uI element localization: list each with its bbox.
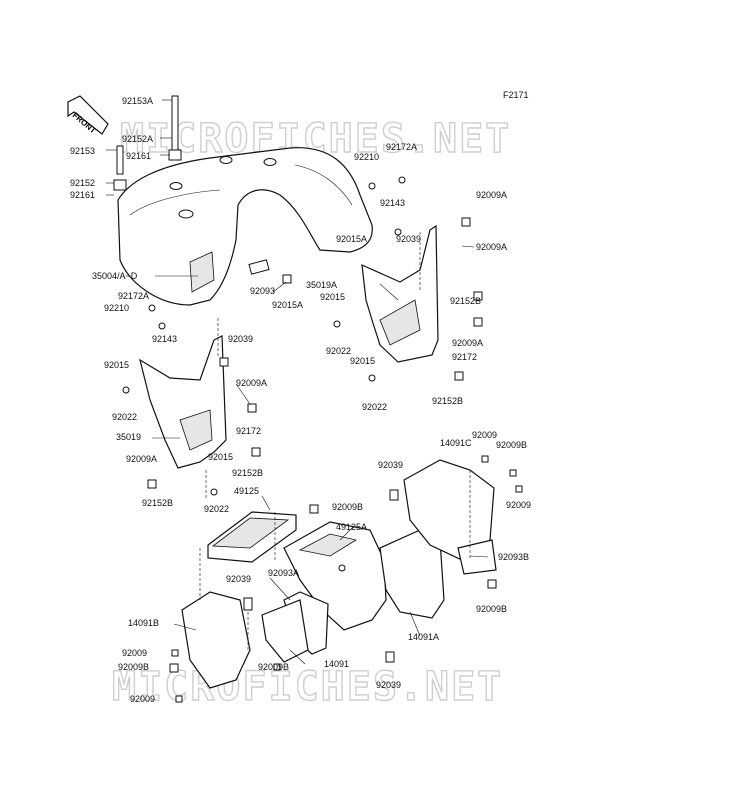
callout: 92009B: [258, 662, 289, 672]
callout: 92172A: [386, 142, 417, 152]
callout: 14091: [324, 659, 349, 669]
callout: 35019: [116, 432, 141, 442]
callout: 92172A: [118, 291, 149, 301]
callout: 92161: [126, 151, 151, 161]
callout: 92152B: [142, 498, 173, 508]
callout: 92009B: [476, 604, 507, 614]
callout: 14091C: [440, 438, 472, 448]
callout: 92210: [354, 152, 379, 162]
callout: 92022: [362, 402, 387, 412]
callout: 35004/A~D: [92, 271, 138, 281]
callout: 92009: [506, 500, 531, 510]
callout: 92152A: [122, 134, 153, 144]
callout: 92009A: [236, 378, 267, 388]
callout: 49125: [234, 486, 259, 496]
callout: 92009A: [476, 190, 507, 200]
callout: 92009A: [126, 454, 157, 464]
callout: 92152B: [432, 396, 463, 406]
callout: 92009B: [118, 662, 149, 672]
callout: 92172: [452, 352, 477, 362]
callout: 92172: [236, 426, 261, 436]
callout: 92039: [376, 680, 401, 690]
callout-labels: 92153A 92152A 92161 92153 92152 92161 92…: [70, 96, 531, 704]
callout: 92153A: [122, 96, 153, 106]
lower-panels: [169, 455, 523, 703]
leader-lines: [106, 99, 489, 665]
callout: 92022: [112, 412, 137, 422]
callout: 92015: [208, 452, 233, 462]
callout: 92009: [122, 648, 147, 658]
mud-flap-right: [333, 176, 483, 382]
front-arrow-icon: FRONT: [67, 95, 109, 135]
callout: 14091B: [128, 618, 159, 628]
callout: 92152B: [232, 468, 263, 478]
callout: 92093: [250, 286, 275, 296]
callout: 92009A: [452, 338, 483, 348]
callout: 92015: [350, 356, 375, 366]
callout: 49125A: [336, 522, 367, 532]
rear-fender: [113, 95, 373, 306]
callout: 92161: [70, 190, 95, 200]
callout: 92039: [228, 334, 253, 344]
callout: 92143: [152, 334, 177, 344]
figure-code: F2171: [503, 90, 529, 100]
callout: 92015A: [272, 300, 303, 310]
callout: 14091A: [408, 632, 439, 642]
callout: 92210: [104, 303, 129, 313]
callout: 92015: [104, 360, 129, 370]
callout: 92009B: [332, 502, 363, 512]
callout: 92015: [320, 292, 345, 302]
callout: 92009A: [476, 242, 507, 252]
callout: 92093B: [498, 552, 529, 562]
callout: 92022: [326, 346, 351, 356]
callout: 92152: [70, 178, 95, 188]
callout: 92039: [396, 234, 421, 244]
callout: 92022: [204, 504, 229, 514]
callout: 92143: [380, 198, 405, 208]
callout: 92009: [130, 694, 155, 704]
callout: 92039: [226, 574, 251, 584]
callout: 35019A: [306, 280, 337, 290]
callout: 92009B: [496, 440, 527, 450]
callout: 92015A: [336, 234, 367, 244]
callout: 92093A: [268, 568, 299, 578]
mud-flap-left: [122, 304, 261, 496]
callout: 92152B: [450, 296, 481, 306]
callout: 92153: [70, 146, 95, 156]
callout: 92009: [472, 430, 497, 440]
callout: 92039: [378, 460, 403, 470]
